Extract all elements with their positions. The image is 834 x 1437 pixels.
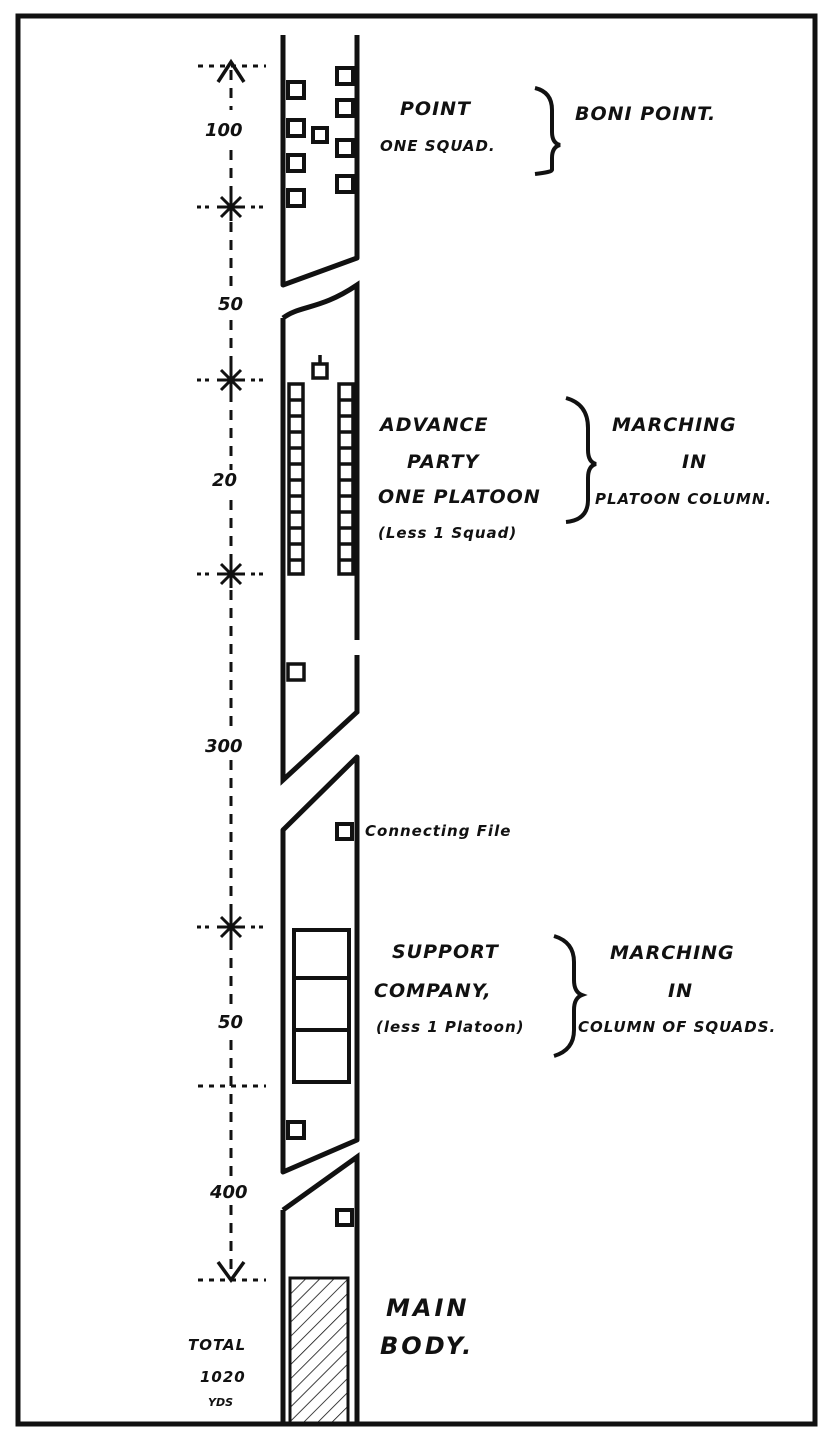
- advance-party-line: PARTY: [407, 451, 480, 473]
- star-markers: [197, 193, 265, 941]
- point-squad: [286, 66, 355, 208]
- point-right-label: BONI POINT.: [575, 103, 717, 125]
- advance-party-segment-left: [280, 318, 360, 786]
- main-body-line: BODY.: [380, 1332, 475, 1360]
- main-body-block: [288, 1276, 350, 1426]
- distance-label: 400: [210, 1182, 248, 1203]
- main-body-line: MAIN: [386, 1294, 470, 1322]
- point-bracket: [534, 86, 561, 176]
- support-bracket: [553, 934, 588, 1058]
- distance-label: 20: [212, 470, 238, 491]
- point-title: POINT: [400, 98, 472, 120]
- distance-label: 100: [205, 120, 243, 141]
- main-body-segment: [280, 1152, 360, 1424]
- point-segment: [280, 35, 360, 288]
- connecting-file-label: Connecting File: [365, 822, 512, 840]
- advance-party-segment: [281, 280, 360, 640]
- total-value: 1020: [200, 1368, 246, 1386]
- arrow-up-icon: [216, 58, 246, 83]
- brackets: [534, 86, 597, 1058]
- advance-party-right-line: MARCHING: [612, 414, 737, 436]
- distance-label: 50: [218, 294, 244, 315]
- advance-party-line: (Less 1 Squad): [378, 524, 518, 542]
- support-line: COMPANY,: [374, 980, 492, 1002]
- support-right-line: COLUMN OF SQUADS.: [578, 1018, 777, 1036]
- support-line: (less 1 Platoon): [376, 1018, 525, 1036]
- advance-party-right-line: PLATOON COLUMN.: [595, 490, 773, 508]
- distance-label: 300: [205, 736, 243, 757]
- support-right-line: IN: [668, 980, 693, 1002]
- total-label: TOTAL: [188, 1336, 247, 1354]
- support-segment: [280, 754, 360, 1175]
- support-company: [286, 928, 354, 1227]
- support-line: SUPPORT: [392, 941, 499, 963]
- advance-party-platoon: [286, 355, 355, 682]
- advance-party-line: ADVANCE: [380, 414, 489, 436]
- total-unit: YDS: [208, 1396, 234, 1409]
- advance-party-right-line: IN: [682, 451, 707, 473]
- advance-bracket: [565, 396, 597, 524]
- advance-party-line: ONE PLATOON: [378, 486, 541, 508]
- distance-label: 50: [218, 1012, 244, 1033]
- connecting-file-marker: [335, 822, 354, 841]
- diagram-border: [15, 13, 818, 1427]
- point-subtitle: ONE SQUAD.: [380, 137, 496, 155]
- distance-scale: [198, 58, 266, 1283]
- support-right-line: MARCHING: [610, 942, 735, 964]
